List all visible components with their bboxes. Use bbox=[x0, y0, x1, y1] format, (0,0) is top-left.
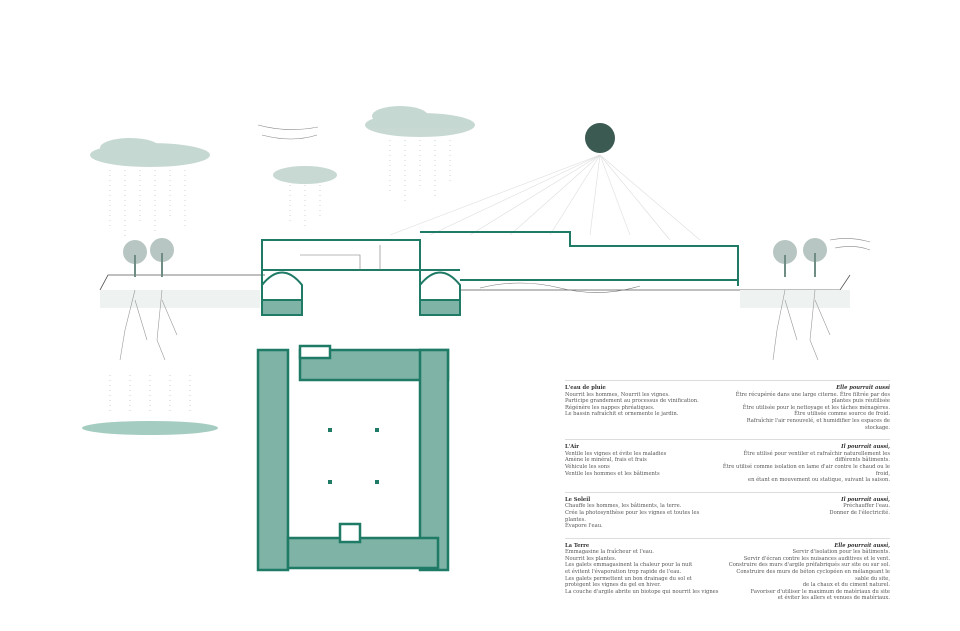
wind-lines bbox=[257, 124, 871, 251]
roots-left bbox=[119, 289, 178, 361]
ground-gravel bbox=[100, 290, 260, 308]
legend-text: Être utilisée pour le nettoyage et les t… bbox=[742, 404, 890, 411]
legend-text: Véhicule les sons bbox=[565, 463, 610, 470]
plan-columns bbox=[328, 428, 379, 484]
legend-text: Donner de l'électricité. bbox=[829, 509, 890, 516]
rain-middle bbox=[389, 140, 451, 205]
legend-text: en étant en mouvement ou statique, suiva… bbox=[748, 477, 890, 484]
trees-left bbox=[123, 238, 174, 277]
water-pond bbox=[82, 421, 218, 435]
legend-text: protègent les vignes du gel en hiver. bbox=[565, 582, 661, 589]
legend-text: Le bassin rafraîchit et ornemente le jar… bbox=[565, 411, 679, 418]
legend-text: Les galets emmagasinent la chaleur pour … bbox=[565, 562, 693, 569]
rain-ground bbox=[109, 375, 191, 415]
legend-text: Chauffe les hommes, les bâtiments, la te… bbox=[565, 503, 682, 510]
legend-text: Ventile les hommes et les bâtiments bbox=[565, 470, 660, 477]
rain-small bbox=[289, 185, 321, 230]
legend-title: La Terre bbox=[565, 542, 590, 549]
rain-left bbox=[109, 170, 186, 240]
roots-right bbox=[772, 289, 831, 361]
legend-right: Elle pourrait aussi,Servir d'isolation p… bbox=[721, 543, 890, 602]
legend-text: Construire des murs d'argile préfabriqué… bbox=[728, 562, 890, 569]
legend-text: Préchauffer l'eau. bbox=[843, 503, 890, 510]
legend-text: Être utilisée comme source de froid. bbox=[794, 411, 890, 418]
legend-text: Ventile les vignes et évite les maladies bbox=[565, 450, 667, 457]
legend-right-title: Il pourrait aussi, bbox=[841, 444, 890, 451]
legend-text: Servir d'isolation pour les bâtiments. bbox=[792, 549, 890, 556]
legend-text: Participe grandement au processus de vin… bbox=[565, 398, 699, 405]
sun bbox=[585, 123, 615, 153]
legend-text: Construire des murs de béton cyclopéen e… bbox=[736, 569, 890, 582]
legend-text: de la chaux et du ciment naturel. bbox=[802, 582, 890, 589]
legend-text: et éviter les allers et venues de matéri… bbox=[777, 595, 890, 602]
cloud-middle-top bbox=[365, 106, 475, 137]
legend-right-title: Il pourrait aussi, bbox=[841, 496, 890, 503]
legend-text: Amène le minéral, frais et frais bbox=[565, 457, 647, 464]
legend-text: Crée la photosynthèse pour les vignes et… bbox=[565, 509, 700, 523]
legend-right: Il pourrait aussi,Être utilisé pour vent… bbox=[721, 444, 890, 484]
legend-text: Régénère les nappes phréatiques. bbox=[565, 404, 655, 411]
legend-text: Nourrit les plantes. bbox=[565, 555, 617, 562]
legend-text: Emmagasine la fraîcheur et l'eau. bbox=[565, 549, 654, 556]
legend-text: Les galets permettent un bon drainage du… bbox=[565, 575, 692, 582]
legend-text: Rafraîchir l'air renouvelé, et humidifie… bbox=[746, 417, 890, 431]
ground-gravel-right bbox=[740, 290, 850, 308]
legend-right-title: Elle pourrait aussi, bbox=[834, 542, 890, 549]
legend-text: Être récupérée dans une large citerne. Ê… bbox=[735, 391, 890, 405]
trees-right bbox=[773, 238, 827, 277]
legend-text: Être utilisé comme isolation en lame d'a… bbox=[722, 463, 890, 477]
cloud-left bbox=[90, 138, 210, 167]
building-section bbox=[261, 231, 739, 316]
legend-right-title: Elle pourrait aussi bbox=[836, 385, 890, 391]
legend-right: Il pourrait aussi,Préchauffer l'eau.Donn… bbox=[721, 497, 890, 530]
legend-text: Évapore l'eau. bbox=[565, 523, 603, 530]
legend-text: Être utilisé pour ventiler et rafraîchir… bbox=[743, 450, 890, 464]
legend-text: et évitent l'évaporation trop rapide de … bbox=[565, 569, 682, 576]
cloud-small bbox=[273, 166, 337, 184]
legend-title: L'eau de pluie bbox=[565, 385, 606, 391]
legend-text: Servir d'écran contre les nuisances audi… bbox=[743, 555, 890, 562]
legend-text: Nourrit les hommes, Nourrit les vignes. bbox=[565, 391, 670, 398]
legend-text: La couche d'argile abrite un biotope qui… bbox=[565, 588, 719, 595]
building-interior bbox=[300, 245, 641, 293]
legend-text: Favoriser d'utiliser le maximum de matér… bbox=[750, 588, 890, 595]
legend-title: Le Soleil bbox=[565, 496, 591, 503]
legend-title: L'Air bbox=[565, 444, 579, 451]
sun-rays bbox=[389, 154, 701, 241]
floor-plan bbox=[256, 344, 450, 572]
